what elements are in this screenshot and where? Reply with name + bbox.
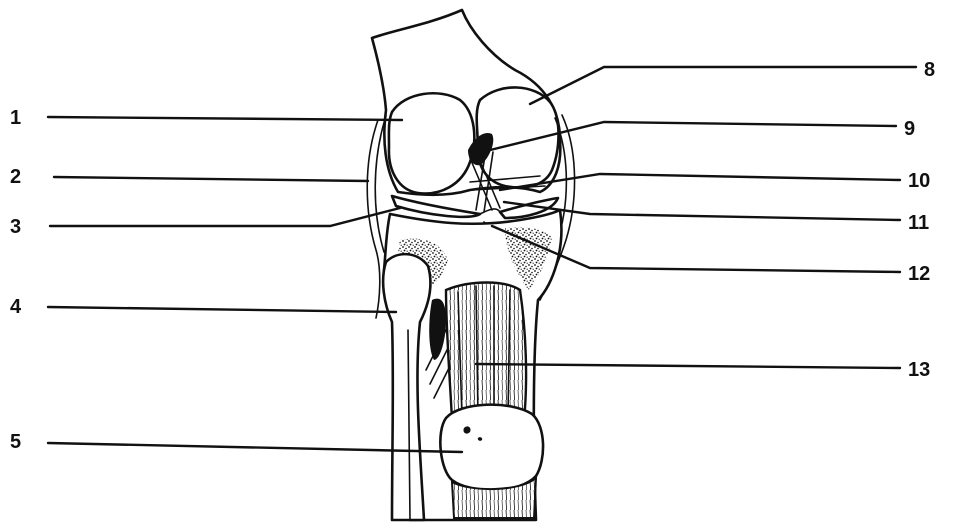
leader-line-10 xyxy=(500,174,900,190)
label-4: 4 xyxy=(10,296,22,318)
label-3: 3 xyxy=(10,216,21,238)
label-12: 12 xyxy=(908,263,930,285)
label-1: 1 xyxy=(10,107,21,129)
label-11: 11 xyxy=(908,212,929,234)
leader-line-1 xyxy=(48,117,402,120)
label-8: 8 xyxy=(924,59,935,81)
medial-meniscus xyxy=(392,196,480,217)
medial-condyle xyxy=(389,93,474,193)
label-10: 10 xyxy=(908,170,930,192)
leader-line-4 xyxy=(48,307,396,312)
label-9: 9 xyxy=(904,118,915,140)
leader-line-2 xyxy=(54,177,368,181)
patella xyxy=(440,405,543,518)
leader-line-8 xyxy=(530,67,916,104)
label-13: 13 xyxy=(908,359,930,381)
leader-line-3 xyxy=(50,208,400,226)
label-2: 2 xyxy=(10,166,21,188)
label-5: 5 xyxy=(10,431,21,453)
leader-line-13 xyxy=(476,364,900,368)
